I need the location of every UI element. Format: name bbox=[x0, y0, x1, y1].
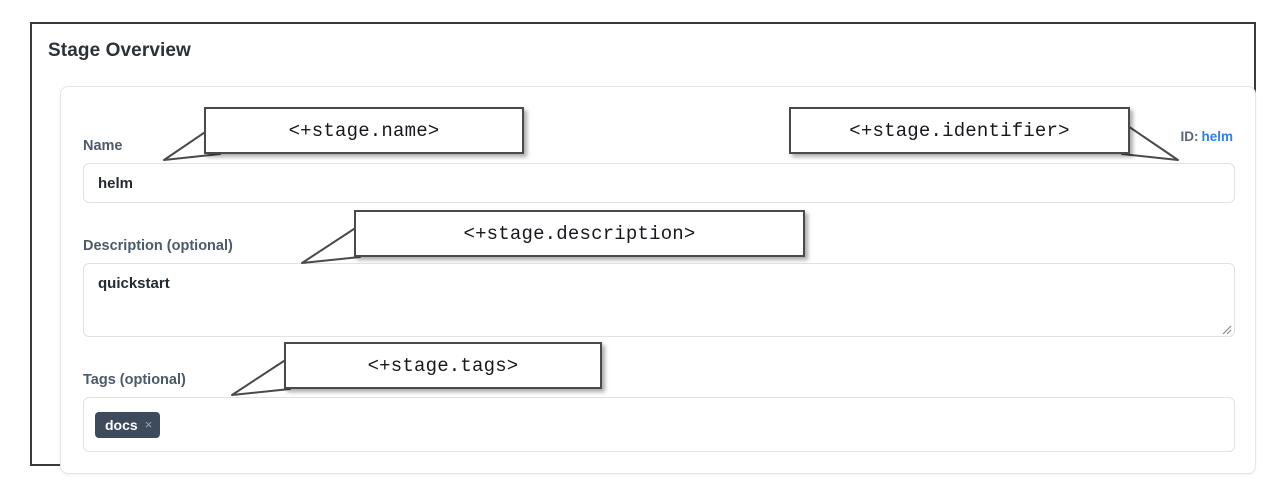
page-title: Stage Overview bbox=[48, 40, 191, 61]
description-textarea[interactable] bbox=[83, 263, 1235, 337]
name-field-block: Name bbox=[83, 137, 1235, 203]
stage-identifier: ID:helm bbox=[1180, 129, 1233, 144]
name-input[interactable] bbox=[83, 163, 1235, 203]
tag-chip-docs[interactable]: docs × bbox=[95, 411, 161, 438]
tags-field-block: Tags (optional) docs × bbox=[83, 371, 1235, 452]
tag-chip-label: docs bbox=[105, 416, 138, 433]
tag-remove-icon[interactable]: × bbox=[144, 417, 153, 432]
callout-stage-description-text: <+stage.description> bbox=[463, 222, 696, 245]
callout-stage-tags-text: <+stage.tags> bbox=[367, 354, 519, 377]
callout-stage-identifier: <+stage.identifier> bbox=[789, 107, 1130, 154]
name-field-label: Name bbox=[83, 138, 123, 154]
identifier-value-link[interactable]: helm bbox=[1201, 129, 1233, 144]
callout-stage-name-text: <+stage.name> bbox=[288, 119, 440, 142]
screenshot-frame: Stage Overview ID:helm Name Description … bbox=[30, 22, 1256, 474]
callout-stage-description: <+stage.description> bbox=[354, 210, 805, 257]
identifier-label: ID: bbox=[1180, 129, 1199, 144]
callout-stage-name: <+stage.name> bbox=[204, 107, 524, 154]
callout-tail-description bbox=[301, 224, 361, 264]
tags-field-label: Tags (optional) bbox=[83, 372, 186, 388]
callout-stage-tags: <+stage.tags> bbox=[284, 342, 602, 389]
description-field-block: Description (optional) bbox=[83, 237, 1235, 337]
callout-tail-tags bbox=[231, 356, 291, 396]
callout-stage-identifier-text: <+stage.identifier> bbox=[849, 119, 1070, 142]
description-field-label: Description (optional) bbox=[83, 238, 233, 254]
tags-input[interactable]: docs × bbox=[83, 397, 1235, 452]
